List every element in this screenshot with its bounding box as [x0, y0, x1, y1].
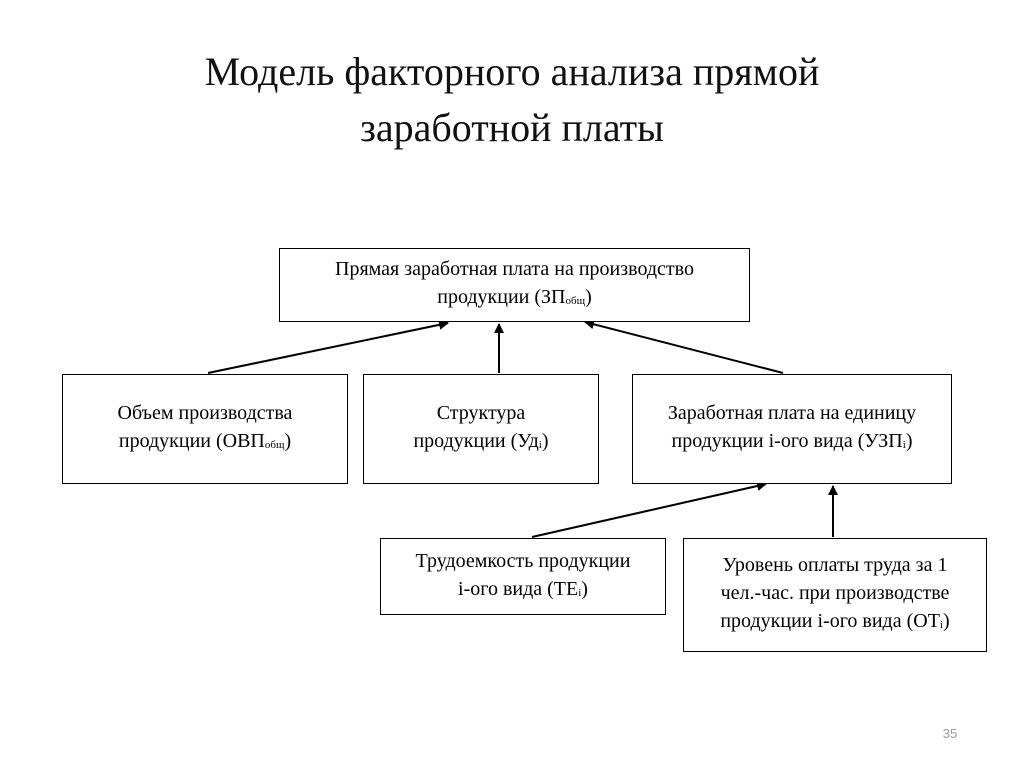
node-production-volume-line-1: Объем производства — [117, 402, 293, 424]
arrow-unit-wage-to-total — [584, 319, 784, 374]
node-labor-intensity-line-1: Трудоемкость продукции — [415, 549, 631, 572]
arrow-labor-intensity-to-unit-wage — [531, 481, 767, 538]
node-pay-level-line-2: чел.-час. при производстве — [720, 582, 950, 604]
node-pay-level-line-1: Уровень оплаты труда за 1 — [722, 554, 948, 576]
slide-title: Модель факторного анализа прямой заработ… — [0, 44, 1024, 156]
node-production-structure-line-2: продукции (Удi) — [413, 430, 549, 452]
slide-title-line-2: заработной платы — [360, 105, 664, 150]
node-direct-wage-total-line-2: продукции (ЗПобщ) — [437, 286, 592, 308]
node-pay-level-line-3: продукции i-ого вида (ОТi) — [720, 610, 950, 632]
node-labor-intensity-line-2: i-ого вида (ТЕi) — [458, 577, 588, 600]
node-unit-wage-line-1: Заработная плата на единицу — [667, 402, 917, 424]
node-labor-intensity: Трудоемкость продукции i-ого вида (ТЕi) — [380, 538, 666, 615]
node-pay-level: Уровень оплаты труда за 1 чел.-час. при … — [683, 538, 987, 652]
node-production-structure: Структура продукции (Удi) — [363, 374, 599, 484]
node-direct-wage-total-line-1: Прямая заработная плата на производство — [335, 258, 694, 280]
page-number: 35 — [942, 726, 958, 741]
node-unit-wage: Заработная плата на единицу продукции i-… — [632, 374, 952, 484]
slide-title-line-1: Модель факторного анализа прямой — [204, 49, 820, 94]
node-production-volume: Объем производства продукции (ОВПобщ) — [62, 374, 348, 484]
arrow-volume-to-total — [207, 319, 449, 374]
node-production-volume-line-2: продукции (ОВПобщ) — [118, 430, 292, 452]
node-production-structure-line-1: Структура — [436, 402, 526, 424]
node-unit-wage-line-2: продукции i-ого вида (УЗПi) — [671, 430, 913, 452]
node-direct-wage-total: Прямая заработная плата на производство … — [279, 248, 750, 322]
